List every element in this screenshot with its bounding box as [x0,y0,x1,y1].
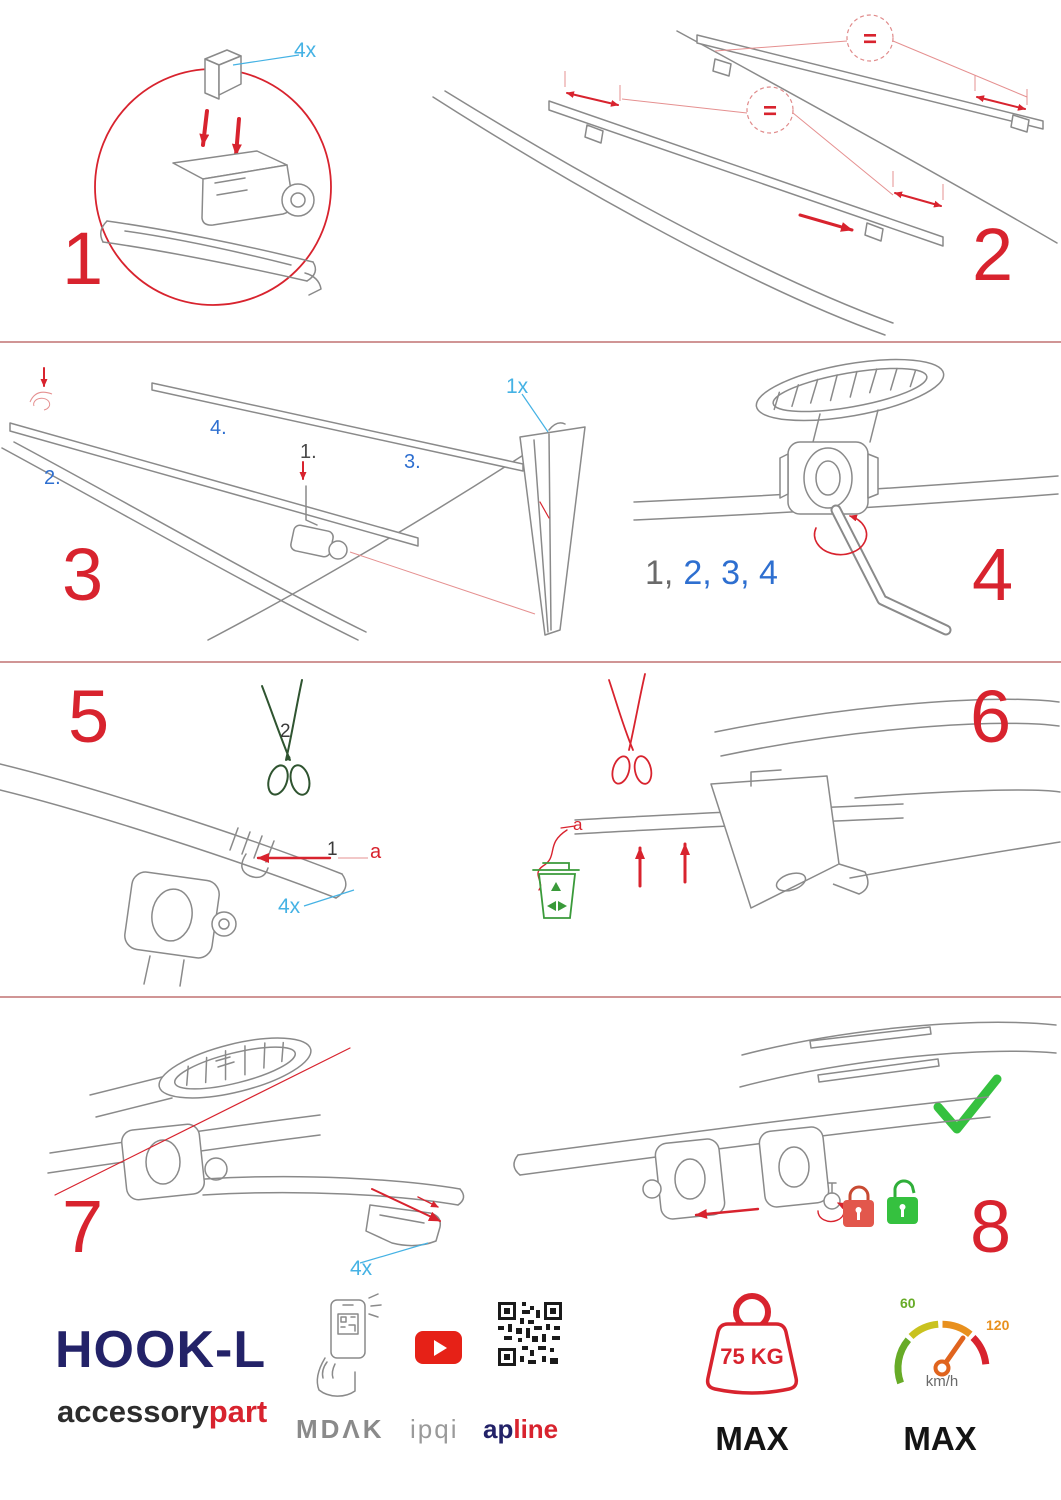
clamp-bracket [710,769,869,909]
mounting-bracket [204,49,242,100]
clamp-body [120,1123,228,1201]
section-divider-1 [0,341,1061,343]
step5-quantity-label: 4x [278,895,301,918]
step4-number: 4 [972,533,1014,616]
speed-high-label: 120 [986,1317,1010,1333]
weight-limit-icon [705,1293,799,1395]
section-divider-2 [0,661,1061,663]
step5-label-2: 2 [280,721,291,742]
allen-key-icon [305,485,318,526]
step4-sequence-todo: 2, 3, 4 [683,554,778,592]
step6-illustration [532,673,1061,919]
step6-number: 6 [970,675,1012,758]
trash-bin-icon [532,862,580,919]
bar-end-oval [755,358,945,422]
step2-illustration [432,14,1058,336]
step4-illustration [633,358,1059,636]
step5-number: 5 [68,675,110,758]
speed-low-label: 60 [900,1295,916,1311]
qr-code [498,1302,562,1366]
step5-illustration [0,679,368,987]
step8-illustration [513,1021,1057,1227]
crossbars [9,382,524,560]
step1-illustration [94,49,332,306]
step5-label-a: a [370,841,382,863]
step3-quantity-label: 1x [506,375,529,398]
section-divider-3 [0,996,1061,998]
end-cap-part [365,1204,442,1247]
weight-max-label: MAX [715,1420,789,1457]
step4-sequence: 1,2, 3, 4 [645,556,778,590]
step3-label-3: 3. [404,451,421,473]
wrapped-cone [519,422,586,636]
clamp-body [124,871,237,987]
step3-number: 3 [62,533,104,616]
product-name: HOOK-L [55,1321,267,1379]
clamp-body [100,150,322,296]
step8-number: 8 [970,1185,1012,1268]
clamp-body [779,441,879,515]
phone-qr-icon [316,1293,382,1397]
bar-end-oval [158,1037,312,1099]
scissors-icon [261,679,311,796]
scissors-icon [608,673,653,785]
weight-limit-value: 75 KG [720,1344,784,1369]
step2-equal-top: = [862,26,877,53]
step3-label-4: 4. [210,417,227,439]
step3-illustration [1,367,586,641]
key-icon [823,1182,841,1210]
allen-key-icon [830,504,952,636]
unlocked-padlock-icon [887,1179,918,1224]
step2-equal-mid: = [762,98,777,125]
apline-ap: ap [483,1414,514,1444]
speed-max-label: MAX [903,1420,977,1457]
step7-quantity-label: 4x [350,1257,373,1280]
step7-number: 7 [62,1185,104,1268]
ipqi-logo: ipqi [410,1414,459,1444]
checkmark-icon [933,1074,1002,1134]
brand-accessory: accessory [57,1394,209,1429]
clamp-body-2 [758,1126,830,1208]
step7-illustration [47,1037,465,1264]
locked-padlock-icon [843,1185,874,1227]
step5-label-1: 1 [327,839,338,860]
speedometer-icon [894,1320,990,1385]
step1-quantity-label: 4x [294,39,317,62]
youtube-icon [415,1331,462,1364]
step2-number: 2 [972,213,1014,296]
step6-label-a: a [573,815,583,834]
step3-label-1: 1. [300,441,317,463]
apline-logo: apline [483,1416,558,1442]
mdak-logo: MDΛK [296,1414,385,1444]
speed-unit-label: km/h [925,1373,959,1390]
step3-label-2: 2. [44,467,61,489]
step4-sequence-done: 1, [645,554,674,592]
apline-line: line [513,1414,559,1444]
crossbars [548,34,1044,247]
brand-wordmark: accessorypart [57,1396,267,1427]
brand-part: part [208,1394,268,1429]
clamp-body [642,1138,726,1220]
step1-number: 1 [62,217,104,300]
